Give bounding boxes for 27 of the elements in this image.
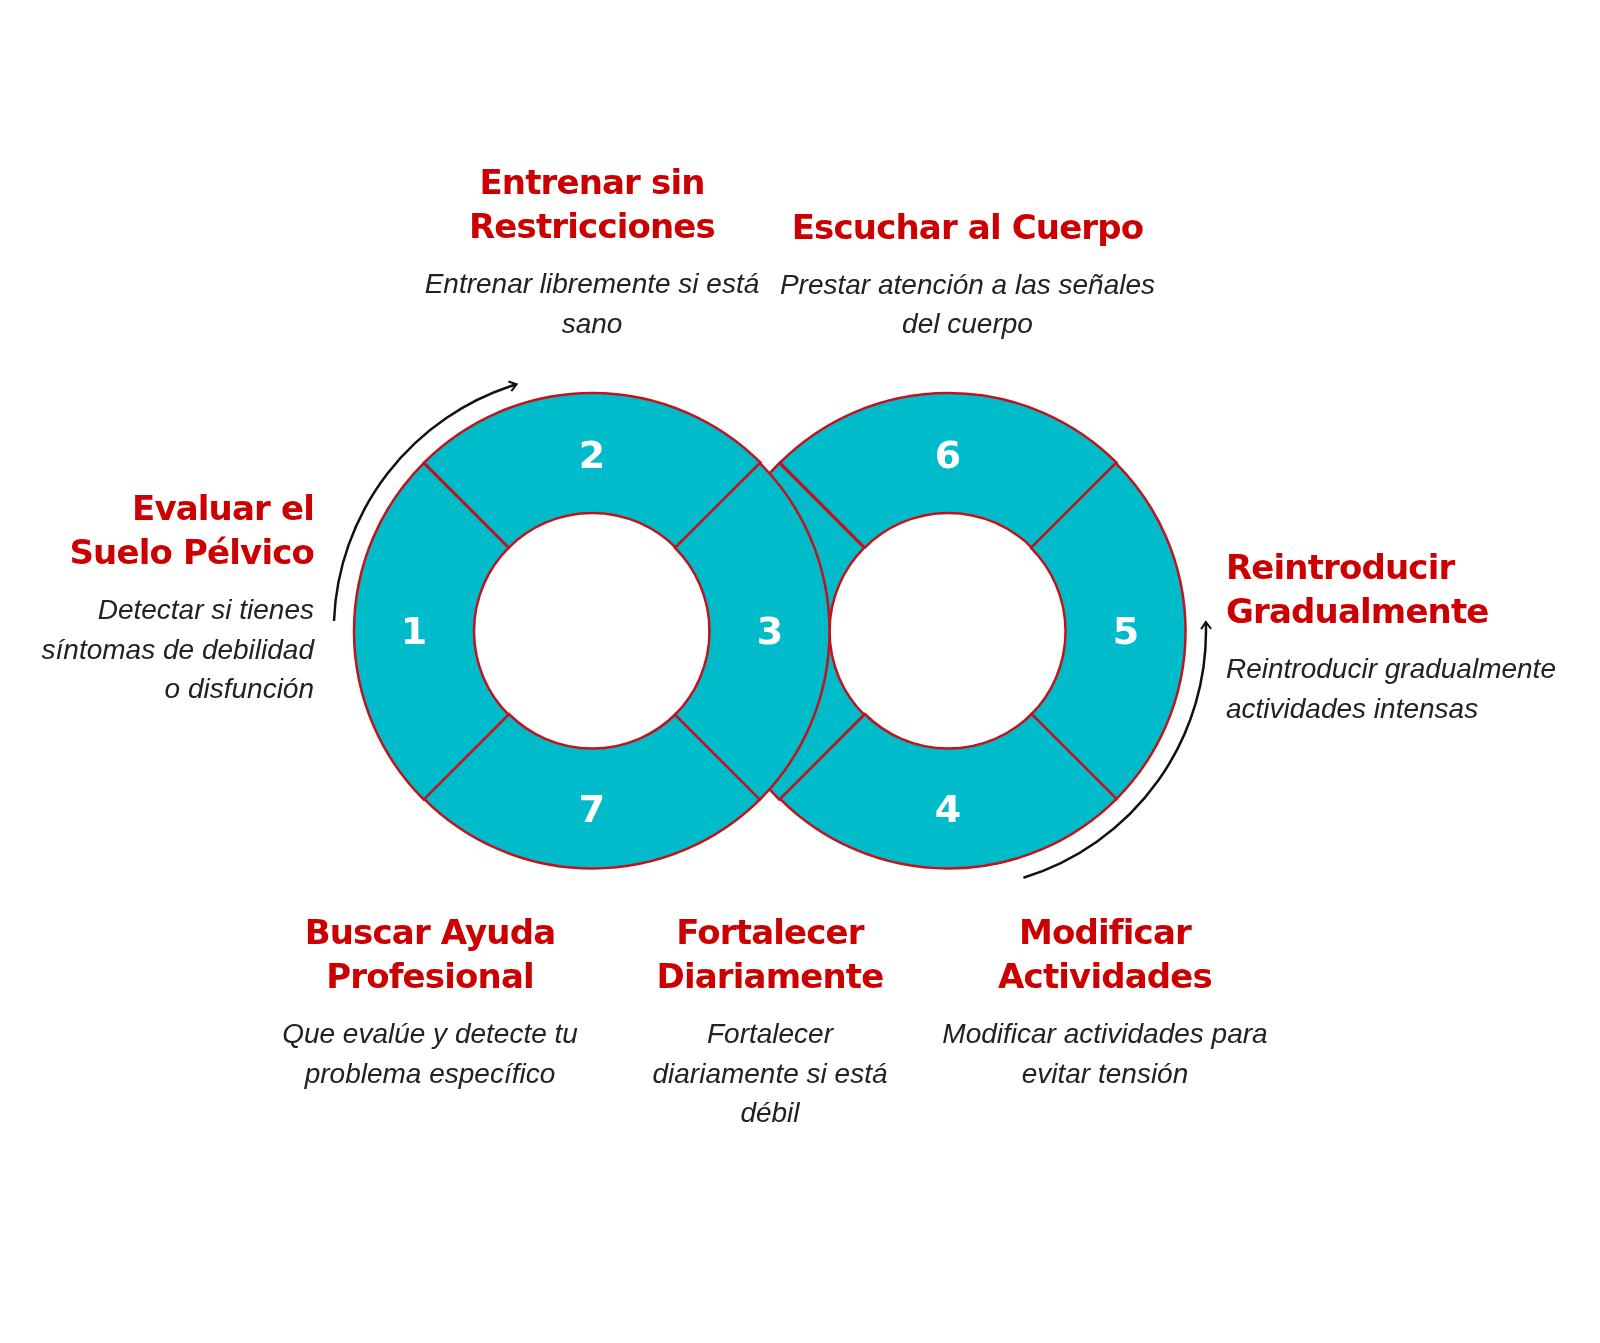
step-description: Entrenar libremente si está sano bbox=[423, 267, 761, 341]
step-title: Escuchar al Cuerpo bbox=[790, 206, 1145, 249]
step-description: Que evalúe y detecte tu problema específico bbox=[281, 1017, 579, 1091]
ring-segment bbox=[777, 712, 1119, 871]
ring-segment bbox=[673, 460, 867, 802]
step-title: Buscar Ayuda Profesional bbox=[303, 911, 557, 999]
step-description: Reintroducir gradualmente actividades intensas bbox=[1226, 652, 1556, 726]
ring-segment bbox=[352, 460, 511, 802]
step-number: 3 bbox=[756, 612, 784, 650]
step-title: Reintroducir Gradualmente bbox=[1226, 546, 1490, 634]
ring-segment bbox=[777, 391, 1119, 550]
step-description: Detectar si tienes síntomas de debilidad o disfunción bbox=[40, 593, 314, 706]
step-number: 2 bbox=[578, 436, 606, 474]
step-title: Evaluar el Suelo Pélvico bbox=[68, 487, 314, 575]
step-number: 5 bbox=[1112, 612, 1140, 650]
step-title: Entrenar sin Restricciones bbox=[468, 161, 716, 249]
step-title: Modificar Actividades bbox=[997, 911, 1213, 999]
step-number: 1 bbox=[400, 612, 428, 650]
ring-segment bbox=[421, 391, 763, 550]
step-number: 7 bbox=[578, 790, 606, 828]
step-description: Prestar atención a las señales del cuerpo bbox=[778, 268, 1157, 342]
ring-segment bbox=[1029, 460, 1188, 802]
step-title: Fortalecer Diariamente bbox=[655, 911, 885, 999]
step-description: Modificar actividades para evitar tensión bbox=[941, 1017, 1269, 1091]
step-number: 6 bbox=[934, 436, 962, 474]
step-description: Fortalecer diariamente si está débil bbox=[651, 1017, 889, 1130]
step-number: 4 bbox=[934, 790, 962, 828]
